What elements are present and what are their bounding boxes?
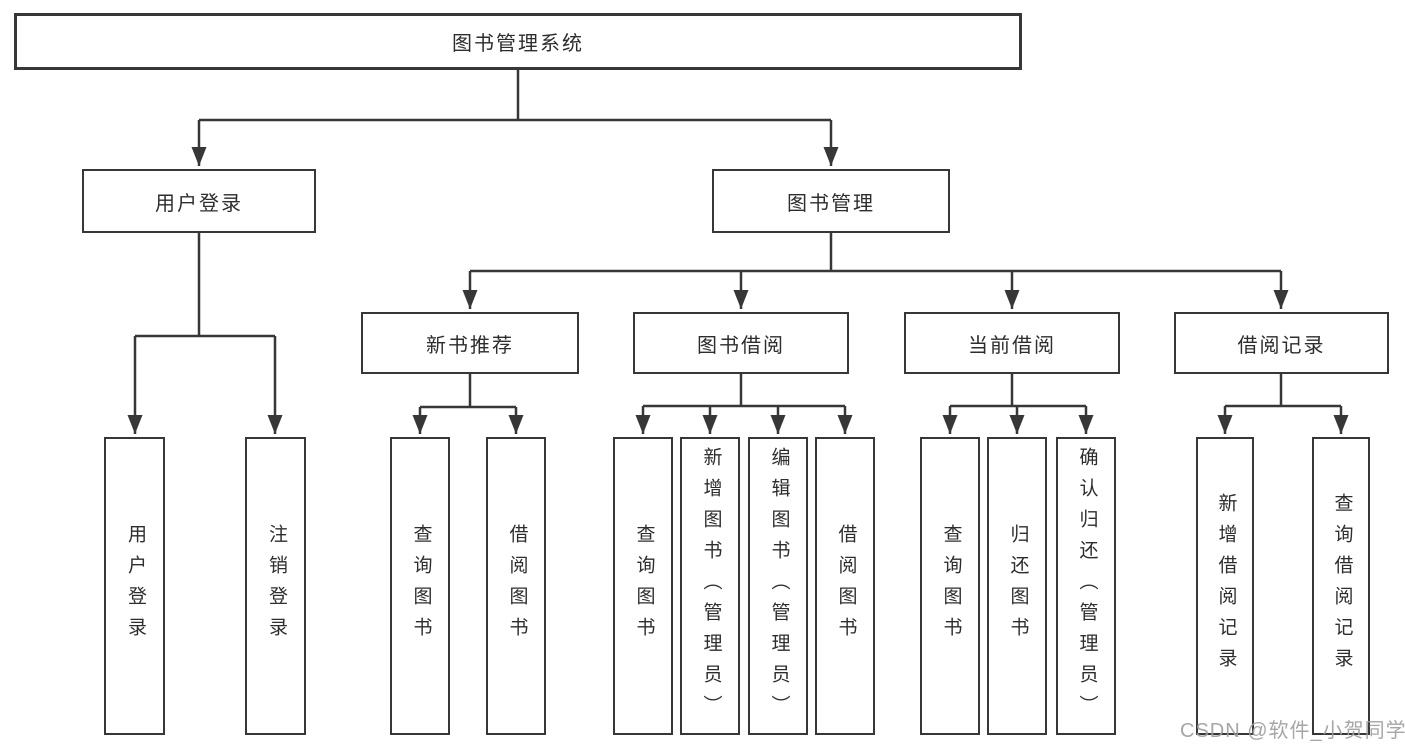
node-new-book-recommendation: 新书推荐 xyxy=(361,312,579,374)
watermark: CSDN @软件_小贺同学 xyxy=(1180,720,1405,742)
node-label: 新书推荐 xyxy=(426,334,514,357)
node-label: 图书借阅 xyxy=(697,334,785,357)
node-book-management: 图书管理 xyxy=(712,169,950,233)
connector-book-management-children xyxy=(462,233,1289,309)
node-label: 编辑图书（管理员） xyxy=(768,446,790,726)
node-label: 图书管理 xyxy=(787,192,875,215)
node-label: 图书管理系统 xyxy=(452,33,584,55)
node-book-borrowing: 图书借阅 xyxy=(633,312,849,374)
leaf-add-book-admin: 新增图书（管理员） xyxy=(680,437,740,735)
node-label: 借阅记录 xyxy=(1237,334,1326,357)
node-label: 借阅图书 xyxy=(506,524,528,648)
node-user-login: 用户登录 xyxy=(82,169,316,233)
node-label: 当前借阅 xyxy=(968,334,1056,357)
leaf-query-borrow-record: 查询借阅记录 xyxy=(1312,437,1370,735)
connector-user-login-children xyxy=(127,233,283,434)
connector-book-borrowing-children xyxy=(635,374,853,434)
node-label: 查询图书 xyxy=(633,524,655,648)
leaf-edit-book-admin: 编辑图书（管理员） xyxy=(748,437,808,735)
node-label: 借阅图书 xyxy=(835,524,857,648)
node-library-management-system: 图书管理系统 xyxy=(14,13,1022,70)
node-label: 确认归还（管理员） xyxy=(1076,446,1098,726)
node-label: 查询图书 xyxy=(410,524,432,648)
connector-borrowing-records-children xyxy=(1217,374,1349,434)
connector-current-borrowing-children xyxy=(942,374,1094,434)
leaf-add-borrow-record: 新增借阅记录 xyxy=(1196,437,1254,735)
node-current-borrowing: 当前借阅 xyxy=(904,312,1120,374)
node-label: 归还图书 xyxy=(1007,524,1029,648)
leaf-return-books: 归还图书 xyxy=(987,437,1047,735)
connector-new-book-recommendation-children xyxy=(412,374,524,434)
node-label: 查询图书 xyxy=(940,524,962,648)
node-label: 新增借阅记录 xyxy=(1215,493,1237,679)
node-label: 注销登录 xyxy=(265,524,287,648)
leaf-user-login: 用户登录 xyxy=(104,437,165,735)
node-borrowing-records: 借阅记录 xyxy=(1174,312,1389,374)
connector-root-children xyxy=(191,70,839,166)
node-label: 新增图书（管理员） xyxy=(700,446,722,726)
leaf-query-books-current: 查询图书 xyxy=(920,437,980,735)
leaf-query-books-borrowing: 查询图书 xyxy=(613,437,673,735)
leaf-borrow-books-borrowing: 借阅图书 xyxy=(815,437,875,735)
node-label: 查询借阅记录 xyxy=(1331,493,1353,679)
leaf-borrow-books-recommend: 借阅图书 xyxy=(486,437,546,735)
leaf-logout-login: 注销登录 xyxy=(245,437,306,735)
node-label: 用户登录 xyxy=(155,192,243,215)
leaf-confirm-return-admin: 确认归还（管理员） xyxy=(1056,437,1116,735)
node-label: 用户登录 xyxy=(124,524,146,648)
leaf-query-books-recommend: 查询图书 xyxy=(390,437,450,735)
